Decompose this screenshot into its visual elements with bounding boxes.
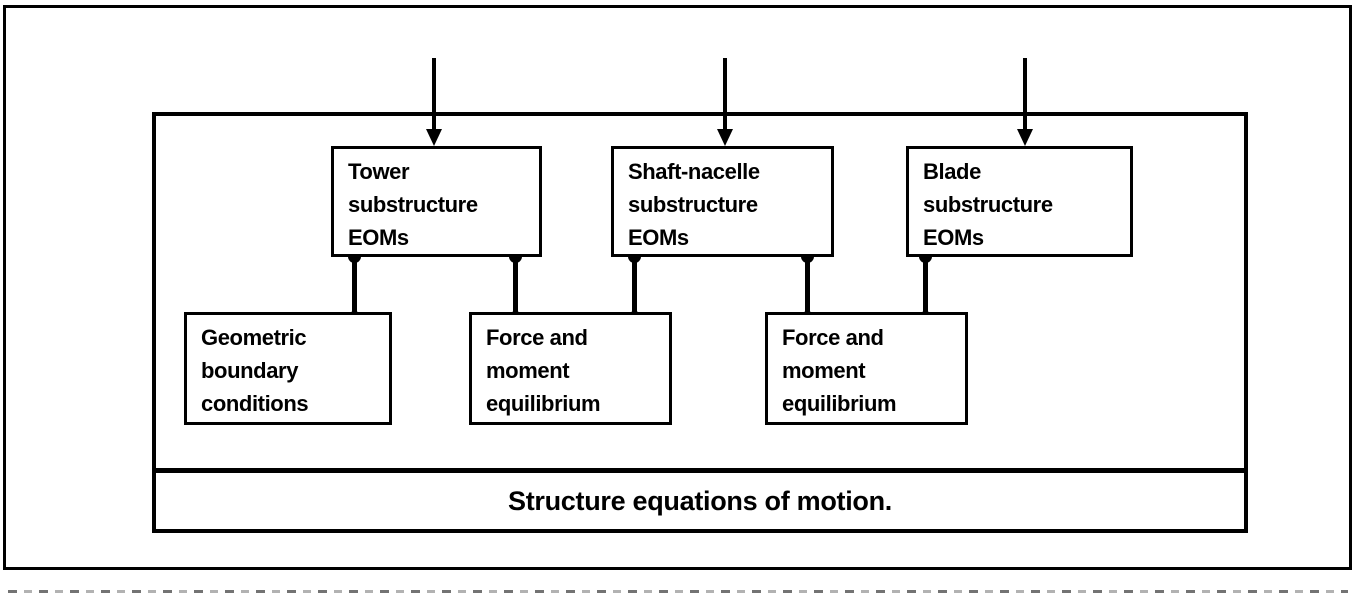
tower-substructure-eoms-box[interactable]: Tower substructure EOMs (331, 146, 542, 257)
shaft-nacelle-substructure-eoms-box[interactable]: Shaft-nacelle substructure EOMs (611, 146, 834, 257)
connector-tower-to-force-moment-1 (509, 250, 522, 324)
arrow-head (717, 129, 733, 146)
panel-divider (152, 468, 1248, 473)
figure-outer-border (3, 5, 1352, 570)
blade-substructure-eoms-box[interactable]: Blade substructure EOMs (906, 146, 1133, 257)
force-and-moment-equilibrium-box-1[interactable]: Force and moment equilibrium (469, 312, 672, 425)
connector-shaft-nacelle-to-force-moment-1 (628, 250, 641, 324)
arrow-head (1017, 129, 1033, 146)
geometric-bc-box-line-2: boundary (201, 358, 299, 383)
geometric-boundary-conditions-box[interactable]: Geometric boundary conditions (184, 312, 392, 425)
shaft-nacelle-box-line-1: Shaft-nacelle (628, 159, 760, 184)
arrow-shaft (1023, 58, 1027, 130)
geometric-bc-box-line-3: conditions (201, 391, 309, 416)
geometric-bc-box-line-1: Geometric (201, 325, 307, 350)
force-moment-1-box-line-3: equilibrium (486, 391, 601, 416)
connector-blade-to-force-moment-2 (919, 250, 932, 324)
scan-artifact-line (8, 590, 1348, 593)
blade-box-line-1: Blade (923, 159, 981, 184)
connector-tower-to-geometric-bc (348, 250, 361, 324)
force-and-moment-equilibrium-box-2[interactable]: Force and moment equilibrium (765, 312, 968, 425)
force-moment-2-box-line-1: Force and (782, 325, 884, 350)
tower-box-line-3: EOMs (348, 225, 409, 250)
blade-box-line-2: substructure (923, 192, 1053, 217)
force-moment-1-box-line-1: Force and (486, 325, 588, 350)
tower-box-line-2: substructure (348, 192, 478, 217)
force-moment-2-box-line-3: equilibrium (782, 391, 897, 416)
force-moment-1-box-line-2: moment (486, 358, 570, 383)
structure-model-panel (152, 112, 1248, 533)
force-moment-2-box-line-2: moment (782, 358, 866, 383)
arrow-shaft (723, 58, 727, 130)
figure-caption: Structure equations of motion. (507, 485, 892, 516)
tower-box-line-1: Tower (348, 159, 410, 184)
connector-shaft-nacelle-to-force-moment-2 (801, 250, 814, 324)
arrow-head (426, 129, 442, 146)
shaft-nacelle-box-line-2: substructure (628, 192, 758, 217)
arrow-shaft (432, 58, 436, 130)
blade-box-line-3: EOMs (923, 225, 984, 250)
caption-strip: Structure equations of motion. (156, 473, 1244, 529)
shaft-nacelle-box-line-3: EOMs (628, 225, 689, 250)
